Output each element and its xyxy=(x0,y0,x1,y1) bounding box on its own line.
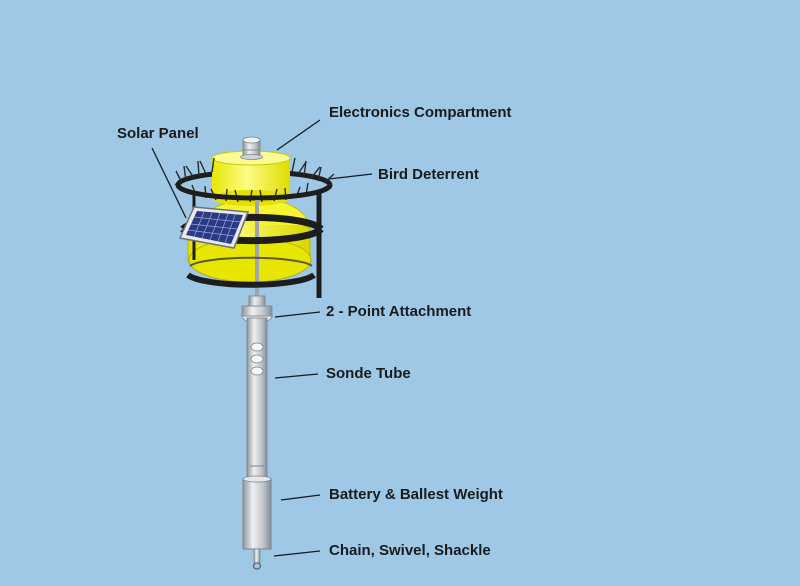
solar-panel xyxy=(178,206,250,249)
label-battery-ballast: Battery & Ballest Weight xyxy=(329,486,503,503)
frame-ring-bottom xyxy=(186,256,316,288)
leader-battery xyxy=(280,494,321,501)
battery-ballast-shape xyxy=(242,475,272,570)
leader-attachment xyxy=(274,311,321,318)
sonde-tube-shape xyxy=(246,317,268,479)
buoy-float xyxy=(187,197,312,283)
leader-sonde xyxy=(274,373,319,379)
leader-chain xyxy=(273,550,321,557)
leader-bird-deterrent xyxy=(328,173,373,180)
leader-solar-panel xyxy=(151,147,187,219)
label-bird-deterrent: Bird Deterrent xyxy=(378,166,479,183)
leader-electronics xyxy=(276,119,321,151)
label-chain-swivel-shackle: Chain, Swivel, Shackle xyxy=(329,542,491,559)
bird-deterrent-ring-top-front xyxy=(175,184,333,201)
label-solar-panel: Solar Panel xyxy=(117,125,199,142)
beacon-light xyxy=(240,136,263,160)
label-sonde-tube: Sonde Tube xyxy=(326,365,411,382)
label-two-point-attachment: 2 - Point Attachment xyxy=(326,303,472,320)
leader-lines xyxy=(151,119,373,557)
label-electronics-compartment: Electronics Compartment xyxy=(329,104,512,121)
